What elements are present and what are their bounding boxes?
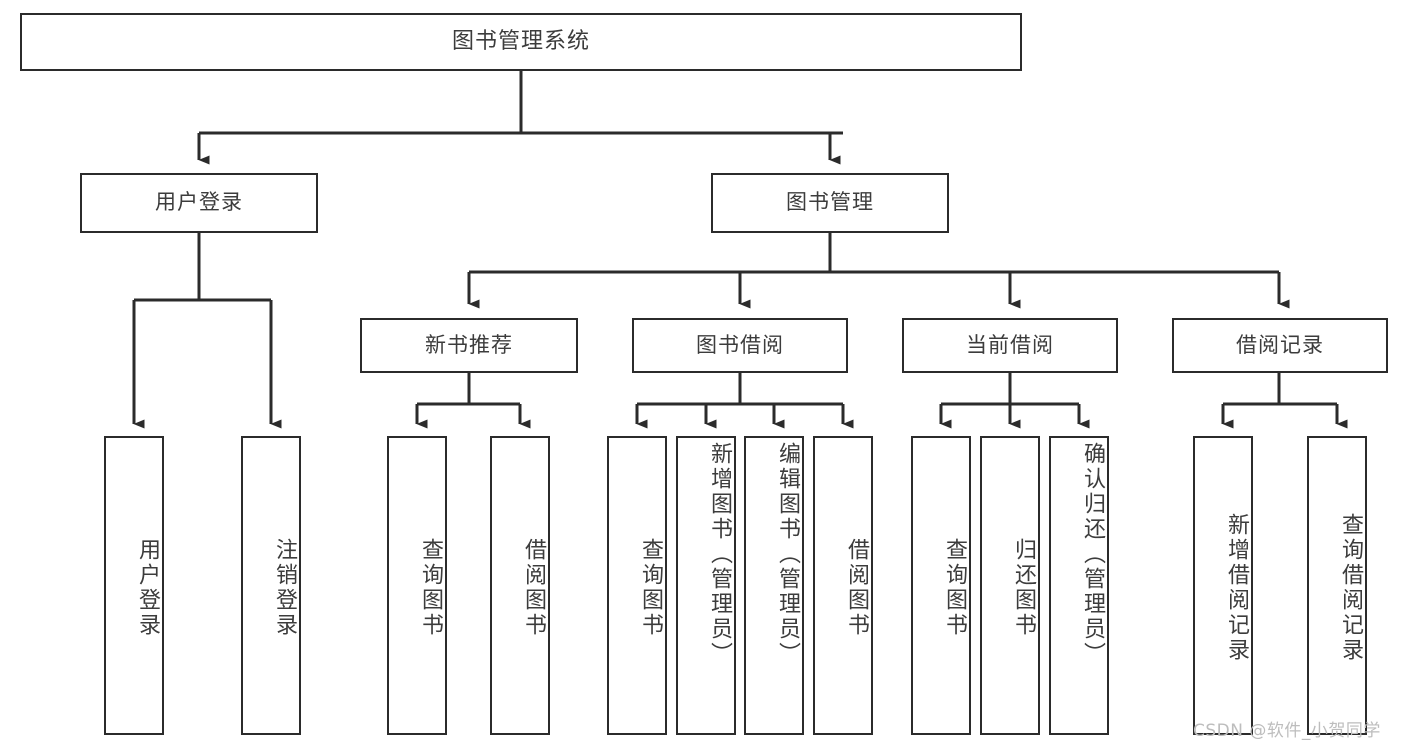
node-label: 确认归还（管理员） [1080,442,1105,667]
node-current-borrow[interactable]: 当前借阅 [902,318,1118,373]
node-label: 借阅图书 [844,537,869,638]
node-label: 借阅图书 [521,537,546,638]
leaf-current-borrow-query-book[interactable]: 查询图书 [911,436,971,735]
node-label: 查询图书 [942,537,967,638]
csdn-watermark: CSDN @软件_小贺同学 [1193,721,1381,741]
node-label: 归还图书 [1011,537,1036,638]
leaf-book-borrow-borrow-book[interactable]: 借阅图书 [813,436,873,735]
leaf-book-borrow-edit-book-admin[interactable]: 编辑图书（管理员） [744,436,804,735]
node-label: 当前借阅 [966,332,1054,357]
leaf-book-borrow-add-book-admin[interactable]: 新增图书（管理员） [676,436,736,735]
node-borrow-record[interactable]: 借阅记录 [1172,318,1388,373]
node-label: 用户登录 [155,190,243,215]
node-user-login[interactable]: 用户登录 [80,173,318,233]
node-book-borrow[interactable]: 图书借阅 [632,318,848,373]
leaf-user-login-login[interactable]: 用户登录 [104,436,164,735]
leaf-new-book-query-book[interactable]: 查询图书 [387,436,447,735]
node-label: 编辑图书（管理员） [775,442,800,667]
node-new-book-recommend[interactable]: 新书推荐 [360,318,578,373]
node-label: 查询借阅记录 [1338,512,1363,663]
node-label: 新书推荐 [425,332,513,357]
node-root-book-management-system[interactable]: 图书管理系统 [20,13,1022,71]
node-label: 查询图书 [638,537,663,638]
node-label: 新增借阅记录 [1224,512,1249,663]
node-label: 注销登录 [272,537,297,638]
leaf-borrow-record-add-record[interactable]: 新增借阅记录 [1193,436,1253,735]
node-label: 图书管理系统 [451,28,590,54]
leaf-borrow-record-query-record[interactable]: 查询借阅记录 [1307,436,1367,735]
leaf-book-borrow-query-book[interactable]: 查询图书 [607,436,667,735]
node-book-management[interactable]: 图书管理 [711,173,949,233]
leaf-current-borrow-confirm-return-admin[interactable]: 确认归还（管理员） [1049,436,1109,735]
node-label: 查询图书 [418,537,443,638]
node-label: 新增图书（管理员） [707,442,732,667]
node-label: 图书管理 [786,190,874,215]
node-label: 借阅记录 [1236,332,1324,357]
leaf-current-borrow-return-book[interactable]: 归还图书 [980,436,1040,735]
node-label: 用户登录 [135,537,160,638]
leaf-user-login-logout[interactable]: 注销登录 [241,436,301,735]
node-label: 图书借阅 [696,332,784,357]
leaf-new-book-borrow-book[interactable]: 借阅图书 [490,436,550,735]
